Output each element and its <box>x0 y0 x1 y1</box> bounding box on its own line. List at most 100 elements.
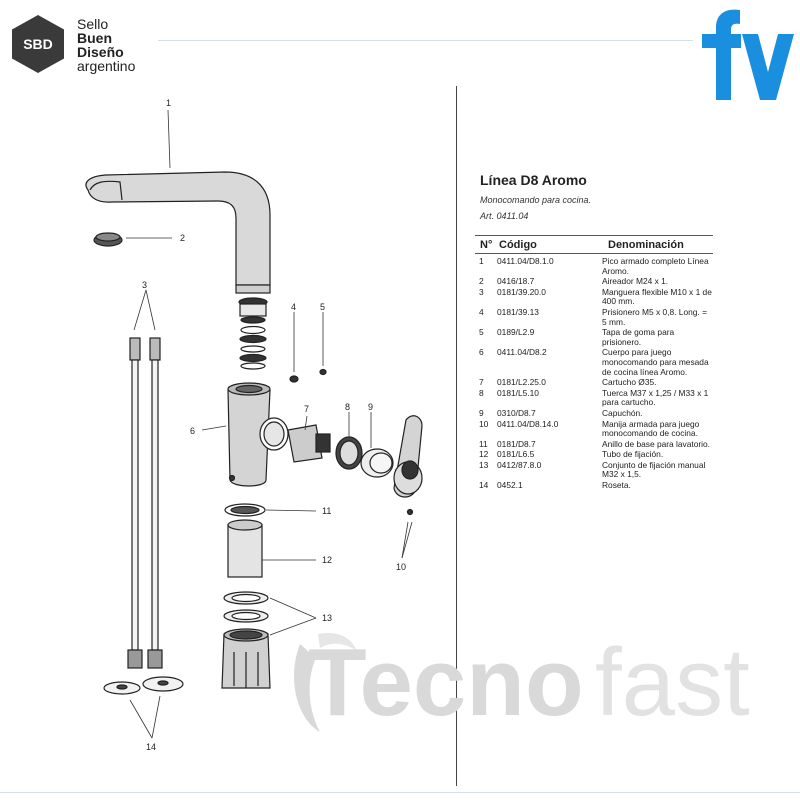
row-description: Tuerca M37 x 1,25 / M33 x 1 para cartuch… <box>602 387 709 408</box>
table-row: 9 0310/D8.7 Capuchón. <box>475 407 715 419</box>
row-number: 6 <box>479 347 484 358</box>
row-code: 0189/L2.9 <box>497 327 535 338</box>
part-base-ring <box>224 503 266 517</box>
callout-11: 11 <box>322 506 331 516</box>
part-body <box>227 382 289 487</box>
row-description: Roseta. <box>602 480 631 491</box>
table-top-rule <box>475 235 713 236</box>
column-divider <box>456 86 457 786</box>
callout-12: 12 <box>322 555 332 565</box>
row-number: 7 <box>479 377 484 388</box>
row-code: 0411.04/D8.1.0 <box>497 256 554 266</box>
table-header-rule <box>475 253 713 254</box>
seal-line-1: Sello <box>77 16 109 32</box>
row-code: 0411.04/D8.14.0 <box>497 418 559 429</box>
watermark-text-bold: Tecno <box>308 629 584 736</box>
row-code: 0411.04/D8.2 <box>497 347 547 358</box>
parts-table: 1 0411.04/D8.1.0 Pico armado completo Líne… <box>475 256 715 492</box>
table-row: 13 0412/87.8.0 Conjunto de fijación manual… <box>475 459 715 480</box>
row-description: Cartucho Ø35. <box>602 377 657 388</box>
callout-9: 9 <box>368 402 373 412</box>
sbd-hexagon-badge: SBD <box>12 15 64 73</box>
callout-6: 6 <box>190 426 195 436</box>
table-row: 2 0416/18.7 Aireador M24 x 1. <box>475 277 715 287</box>
row-number: 14 <box>479 480 489 491</box>
row-code: 0181/L5.10 <box>497 387 539 398</box>
row-description: Cuerpo para juego monocomando para mesad… <box>602 347 709 377</box>
footer-rule <box>0 792 800 793</box>
product-title: Línea D8 Aromo <box>480 172 587 188</box>
callout-7: 7 <box>304 404 309 414</box>
part-rosettes <box>103 676 184 695</box>
table-row: 7 0181/L2.25.0 Cartucho Ø35. <box>475 378 715 388</box>
part-fixing-set <box>221 591 271 689</box>
table-row: 8 0181/L5.10 Tuerca M37 x 1,25 / M33 x 1 p… <box>475 387 715 408</box>
table-row: 10 0411.04/D8.14.0 Manija armada para jueg… <box>475 418 715 439</box>
part-rubber-cap <box>319 368 327 376</box>
row-number: 4 <box>479 306 484 317</box>
seal-line-4: argentino <box>77 58 136 74</box>
row-description: Pico armado completo Línea Aromo. <box>602 256 709 276</box>
row-number: 13 <box>479 459 489 470</box>
callout-10: 10 <box>396 562 406 572</box>
callout-5: 5 <box>320 302 325 312</box>
row-number: 3 <box>479 286 484 297</box>
row-number: 9 <box>479 407 484 418</box>
row-number: 2 <box>479 276 484 287</box>
row-code: 0452.1 <box>497 480 523 491</box>
callout-8: 8 <box>345 402 350 412</box>
part-handle <box>393 415 423 516</box>
fv-logo <box>702 9 794 100</box>
row-code: 0310/D8.7 <box>497 407 536 418</box>
seal-text: Sello Buen Diseño argentino <box>77 17 135 73</box>
header-rule <box>158 40 693 41</box>
part-cartridge <box>287 424 331 463</box>
tecnofast-watermark: Tecno fast <box>293 629 750 736</box>
row-description: Prisionero M5 x 0,8. Long. = 5 mm. <box>602 306 707 327</box>
row-code: 0181/L6.5 <box>497 449 535 460</box>
row-number: 11 <box>479 438 488 449</box>
part-cap <box>360 448 394 478</box>
part-hoses <box>127 337 163 669</box>
row-description: Manija armada para juego monocomando de … <box>602 418 700 439</box>
watermark-text-light: fast <box>595 629 750 736</box>
row-description: Conjunto de fijación manual M32 x 1,5. <box>602 459 706 480</box>
part-spout <box>85 171 271 294</box>
part-fixing-tube <box>227 519 263 578</box>
row-description: Tapa de goma para prisionero. <box>602 327 675 347</box>
callout-1: 1 <box>166 98 171 108</box>
callout-14: 14 <box>146 742 156 752</box>
row-code: 0416/18.7 <box>497 276 535 287</box>
header-desc: Denominación <box>608 239 684 251</box>
part-aerator <box>93 232 123 247</box>
row-code: 0181/L2.25.0 <box>497 377 546 388</box>
product-subtitle: Monocomando para cocina. <box>480 195 592 205</box>
row-description: Capuchón. <box>602 407 643 418</box>
part-nut <box>335 436 363 470</box>
row-number: 8 <box>479 387 484 398</box>
header-code: Código <box>499 239 537 251</box>
seal-line-3: Diseño <box>77 44 124 60</box>
header-num: N° <box>480 239 493 251</box>
table-row: 6 0411.04/D8.2 Cuerpo para juego monocoman… <box>475 348 715 377</box>
row-code: 0412/87.8.0 <box>497 459 542 470</box>
seal-line-2: Buen <box>77 30 112 46</box>
row-number: 1 <box>479 256 484 266</box>
callout-13: 13 <box>322 613 332 623</box>
part-set-screw <box>289 375 299 383</box>
sbd-badge-text: SBD <box>23 36 53 52</box>
exploded-diagram: 1 2 3 4 5 6 7 8 9 10 11 12 13 14 <box>85 98 423 752</box>
row-description: Aireador M24 x 1. <box>602 276 669 287</box>
table-row: 1 0411.04/D8.1.0 Pico armado completo Líne… <box>475 256 715 276</box>
row-number: 10 <box>479 418 489 429</box>
product-article: Art. 0411.04 <box>480 211 529 221</box>
table-row: 14 0452.1 Roseta. <box>475 480 715 491</box>
row-code: 0181/39.13 <box>497 306 539 317</box>
row-code: 0181/D8.7 <box>497 438 536 449</box>
row-code: 0181/39.20.0 <box>497 286 546 297</box>
callout-2: 2 <box>180 233 185 243</box>
row-number: 12 <box>479 449 489 460</box>
